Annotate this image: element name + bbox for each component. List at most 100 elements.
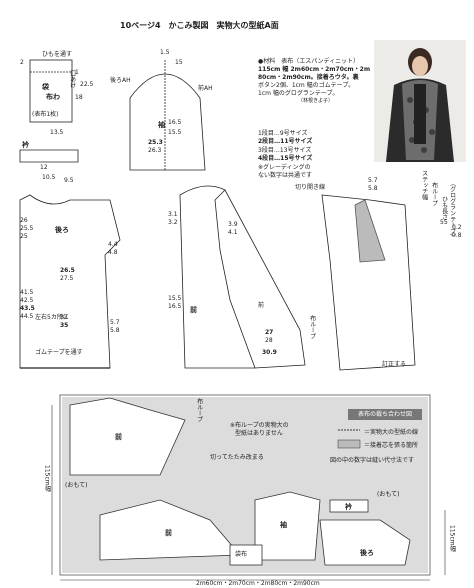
layout-border (59, 394, 431, 576)
num: 3.1 (168, 211, 178, 218)
num: 18 (75, 94, 83, 101)
note1: ※布ループの実物大の (230, 422, 289, 429)
num: 15.5 (168, 129, 182, 136)
label-kuchiake: 口あけ (68, 70, 76, 88)
legend-note: 図の中の数字は縫い代寸法です (330, 457, 415, 464)
size-line: 2段目…11号サイズ (258, 138, 313, 146)
sizes-block: 1段目…9号サイズ 2段目…11号サイズ 3段目…13号サイズ 4段目…15号サ… (258, 130, 368, 180)
label-himo-nagasa: ひも長さ (440, 196, 448, 220)
label-ushiroAH: 後ろAH (110, 77, 131, 84)
label-mae: 前 (190, 306, 197, 314)
kittetatamu: 切ってたたみ改まる (210, 454, 264, 461)
label-sode: 袖 (158, 121, 165, 129)
num: 1.5 (160, 49, 170, 56)
num: 25.5 (20, 225, 34, 232)
layout-mae-b: 前 (165, 529, 172, 537)
num: 16.5 (168, 303, 182, 310)
label-himo: ひもを通す (42, 51, 73, 58)
num: 9.5 (64, 177, 74, 184)
num: 41.5 (20, 289, 34, 296)
materials-line: 115cm 幅 2m60cm・2m70cm・2m (258, 66, 371, 74)
bag-piece-outline (29, 59, 73, 123)
collar-outline (19, 149, 79, 163)
layout-width-b: 115cm幅 (448, 525, 456, 552)
materials-line: 80cm・2m90cm。接着ろウタ。裏 (258, 74, 359, 82)
materials-line: ●材料 表布（エスパンディニット） (258, 58, 360, 65)
label-gomu1: 左右5カ所に (35, 314, 69, 321)
num: 3.2 (168, 219, 178, 226)
num: 35 (60, 322, 69, 329)
legend-line: ＝実物大の型紙の線 (364, 429, 419, 436)
label-gomu2: ゴムテープを通す (35, 349, 83, 356)
model-photo-drawing (374, 40, 466, 162)
num: 2 (20, 59, 24, 66)
label-hyomen: (表布1枚) (32, 111, 59, 118)
num: 25 (20, 233, 28, 240)
layout-sode: 袖 (280, 521, 287, 529)
layout-bottom: 2m60cm・2m70cm・2m80cm・2m90cm (196, 580, 320, 587)
model-photo (374, 40, 466, 162)
size-line: 1段目…9号サイズ (258, 130, 308, 137)
num: 15.5 (168, 295, 182, 302)
num: 3.9 (228, 221, 238, 228)
num: 43.5 (20, 305, 35, 312)
right-pattern-outline (321, 194, 416, 371)
back-body-outline (19, 194, 121, 369)
materials-block: ●材料 表布（エスパンディニット） 115cm 幅 2m60cm・2m70cm・… (258, 58, 378, 105)
omote2: (おもて) (377, 491, 400, 498)
legend-shade: ＝接着芯を張る箇所 (364, 442, 419, 449)
num: 4.8 (108, 249, 118, 256)
label-teisei: 訂正する (382, 361, 407, 368)
num: 27.5 (60, 275, 74, 282)
num: 22.5 (80, 81, 94, 88)
num: 4.4 (108, 241, 118, 248)
label-fukuro: 袋 (42, 83, 49, 91)
num: 4.1 (228, 229, 238, 236)
layout-nuno-loop: 布ループ (195, 398, 203, 422)
num: 26.5 (60, 267, 75, 274)
num: 1 (75, 69, 79, 76)
num: 42.5 (20, 297, 34, 304)
materials-credit: （林根きよ子） (298, 98, 334, 105)
layout-ushiro: 後ろ (360, 549, 374, 557)
layout-eri: 衿 (345, 503, 352, 511)
label-stitch: ステッチ幅 (420, 170, 428, 200)
front-body-outline (179, 185, 256, 369)
num: 5.7 (110, 319, 120, 326)
num: 0.8 (452, 232, 462, 239)
label-maeAH: 前AH (198, 85, 213, 92)
label-nunowa: 布わ (46, 93, 60, 101)
size-line: ※グレーディングの (258, 163, 311, 171)
sleeve-outline (129, 73, 206, 171)
num: 0.2 (452, 224, 462, 231)
num: 13.5 (50, 129, 64, 136)
front-extension-outline (224, 189, 306, 369)
label-nunoloop: 布ループ (308, 315, 316, 339)
label-kirikae: 切り開き線 (295, 184, 326, 191)
label-eri: 衿 (22, 141, 29, 149)
num: 12 (40, 164, 48, 171)
size-line: 4段目…15号サイズ (258, 155, 313, 163)
size-line: 3段目…13号サイズ (258, 146, 312, 154)
label-loop-v: 布ループ (430, 182, 438, 206)
label-grogran: （グログランテープ） (448, 180, 456, 240)
num: 25.3 (148, 139, 163, 146)
num: 26.3 (148, 147, 162, 154)
materials-line: ボタン2個、1cm 幅のゴムテープ。 (258, 82, 355, 90)
num: 55 (440, 219, 448, 226)
num: 5.8 (368, 185, 378, 192)
num: 5.8 (110, 327, 120, 334)
num: 15 (175, 59, 183, 66)
legend-title: 表布の裁ち合わせ図 (348, 409, 422, 420)
layout-width: 115cm幅 (43, 465, 51, 492)
materials-line: 1cm 幅のグログランテープ。 (258, 90, 339, 98)
page-header: 10ページ4 かこみ製図 実物大の型紙A面 (120, 21, 279, 30)
num: 26 (20, 217, 28, 224)
label-ushiro: 後ろ (55, 226, 69, 234)
omote1: (おもて) (65, 482, 88, 489)
layout-mae-a: 前 (115, 433, 122, 441)
size-line: ない数字は共通です (258, 171, 313, 179)
num: 33 (60, 314, 68, 321)
num: 10.5 (42, 174, 56, 181)
num: 28 (265, 337, 273, 344)
